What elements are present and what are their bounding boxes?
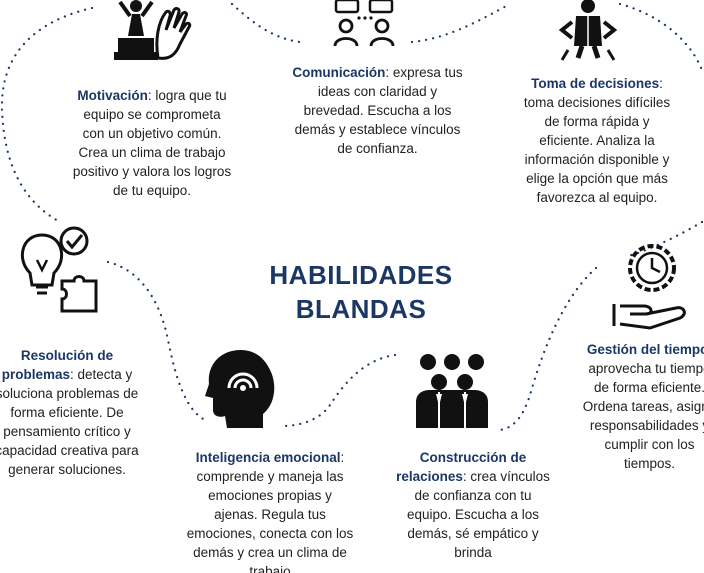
skill-description: : detecta y soluciona problemas de forma…: [0, 367, 139, 477]
skill-title: Gestión del tiempo: [586, 342, 704, 357]
center-title: HABILIDADES BLANDAS: [250, 258, 472, 326]
bulb-puzzle-icon: [20, 226, 98, 313]
skill-title: Comunicación: [292, 65, 386, 80]
skill-gestion: Gestión del tiempo : aprovecha tu tiempo …: [582, 340, 704, 473]
skill-description: : aprovecha tu tiempo de forma eficiente…: [582, 361, 704, 471]
team-group-icon: [416, 354, 488, 428]
skill-relaciones: Construcción de relaciones: crea vínculo…: [394, 448, 552, 562]
skill-description: : comprende y maneja las emociones propi…: [186, 450, 354, 573]
conversation-icon: [333, 0, 395, 47]
center-title-line2: BLANDAS: [295, 294, 427, 324]
skill-inteligencia: Inteligencia emocional: comprende y mane…: [186, 448, 354, 573]
head-emotion-icon: [205, 350, 275, 428]
skill-motivacion: Motivación: logra que tu equipo se compr…: [72, 86, 232, 200]
skill-description: : expresa tus ideas con claridad y breve…: [294, 65, 463, 156]
podium-applause-icon: [114, 0, 192, 60]
skill-decisiones: Toma de decisiones: toma decisiones difí…: [518, 74, 676, 207]
skill-title: Toma de decisiones: [531, 76, 660, 91]
skill-resolucion: Resolución de problemas: detecta y soluc…: [0, 346, 146, 479]
skill-title: Motivación: [77, 88, 148, 103]
skill-description: : toma decisiones difíciles de forma ráp…: [523, 76, 671, 205]
skill-title: Inteligencia emocional: [195, 450, 341, 465]
decision-arrows-icon: [558, 0, 618, 61]
hand-clock-gear-icon: [612, 244, 686, 330]
center-title-line1: HABILIDADES: [269, 260, 453, 290]
skill-title: Construcción de relaciones: [396, 450, 527, 484]
skill-title: Resolución de problemas: [1, 348, 114, 382]
skill-comunicacion: Comunicación: expresa tus ideas con clar…: [290, 63, 465, 158]
skill-description: : logra que tu equipo se comprometa con …: [72, 88, 232, 198]
skill-description: : crea vínculos de confianza con tu equi…: [406, 469, 550, 560]
